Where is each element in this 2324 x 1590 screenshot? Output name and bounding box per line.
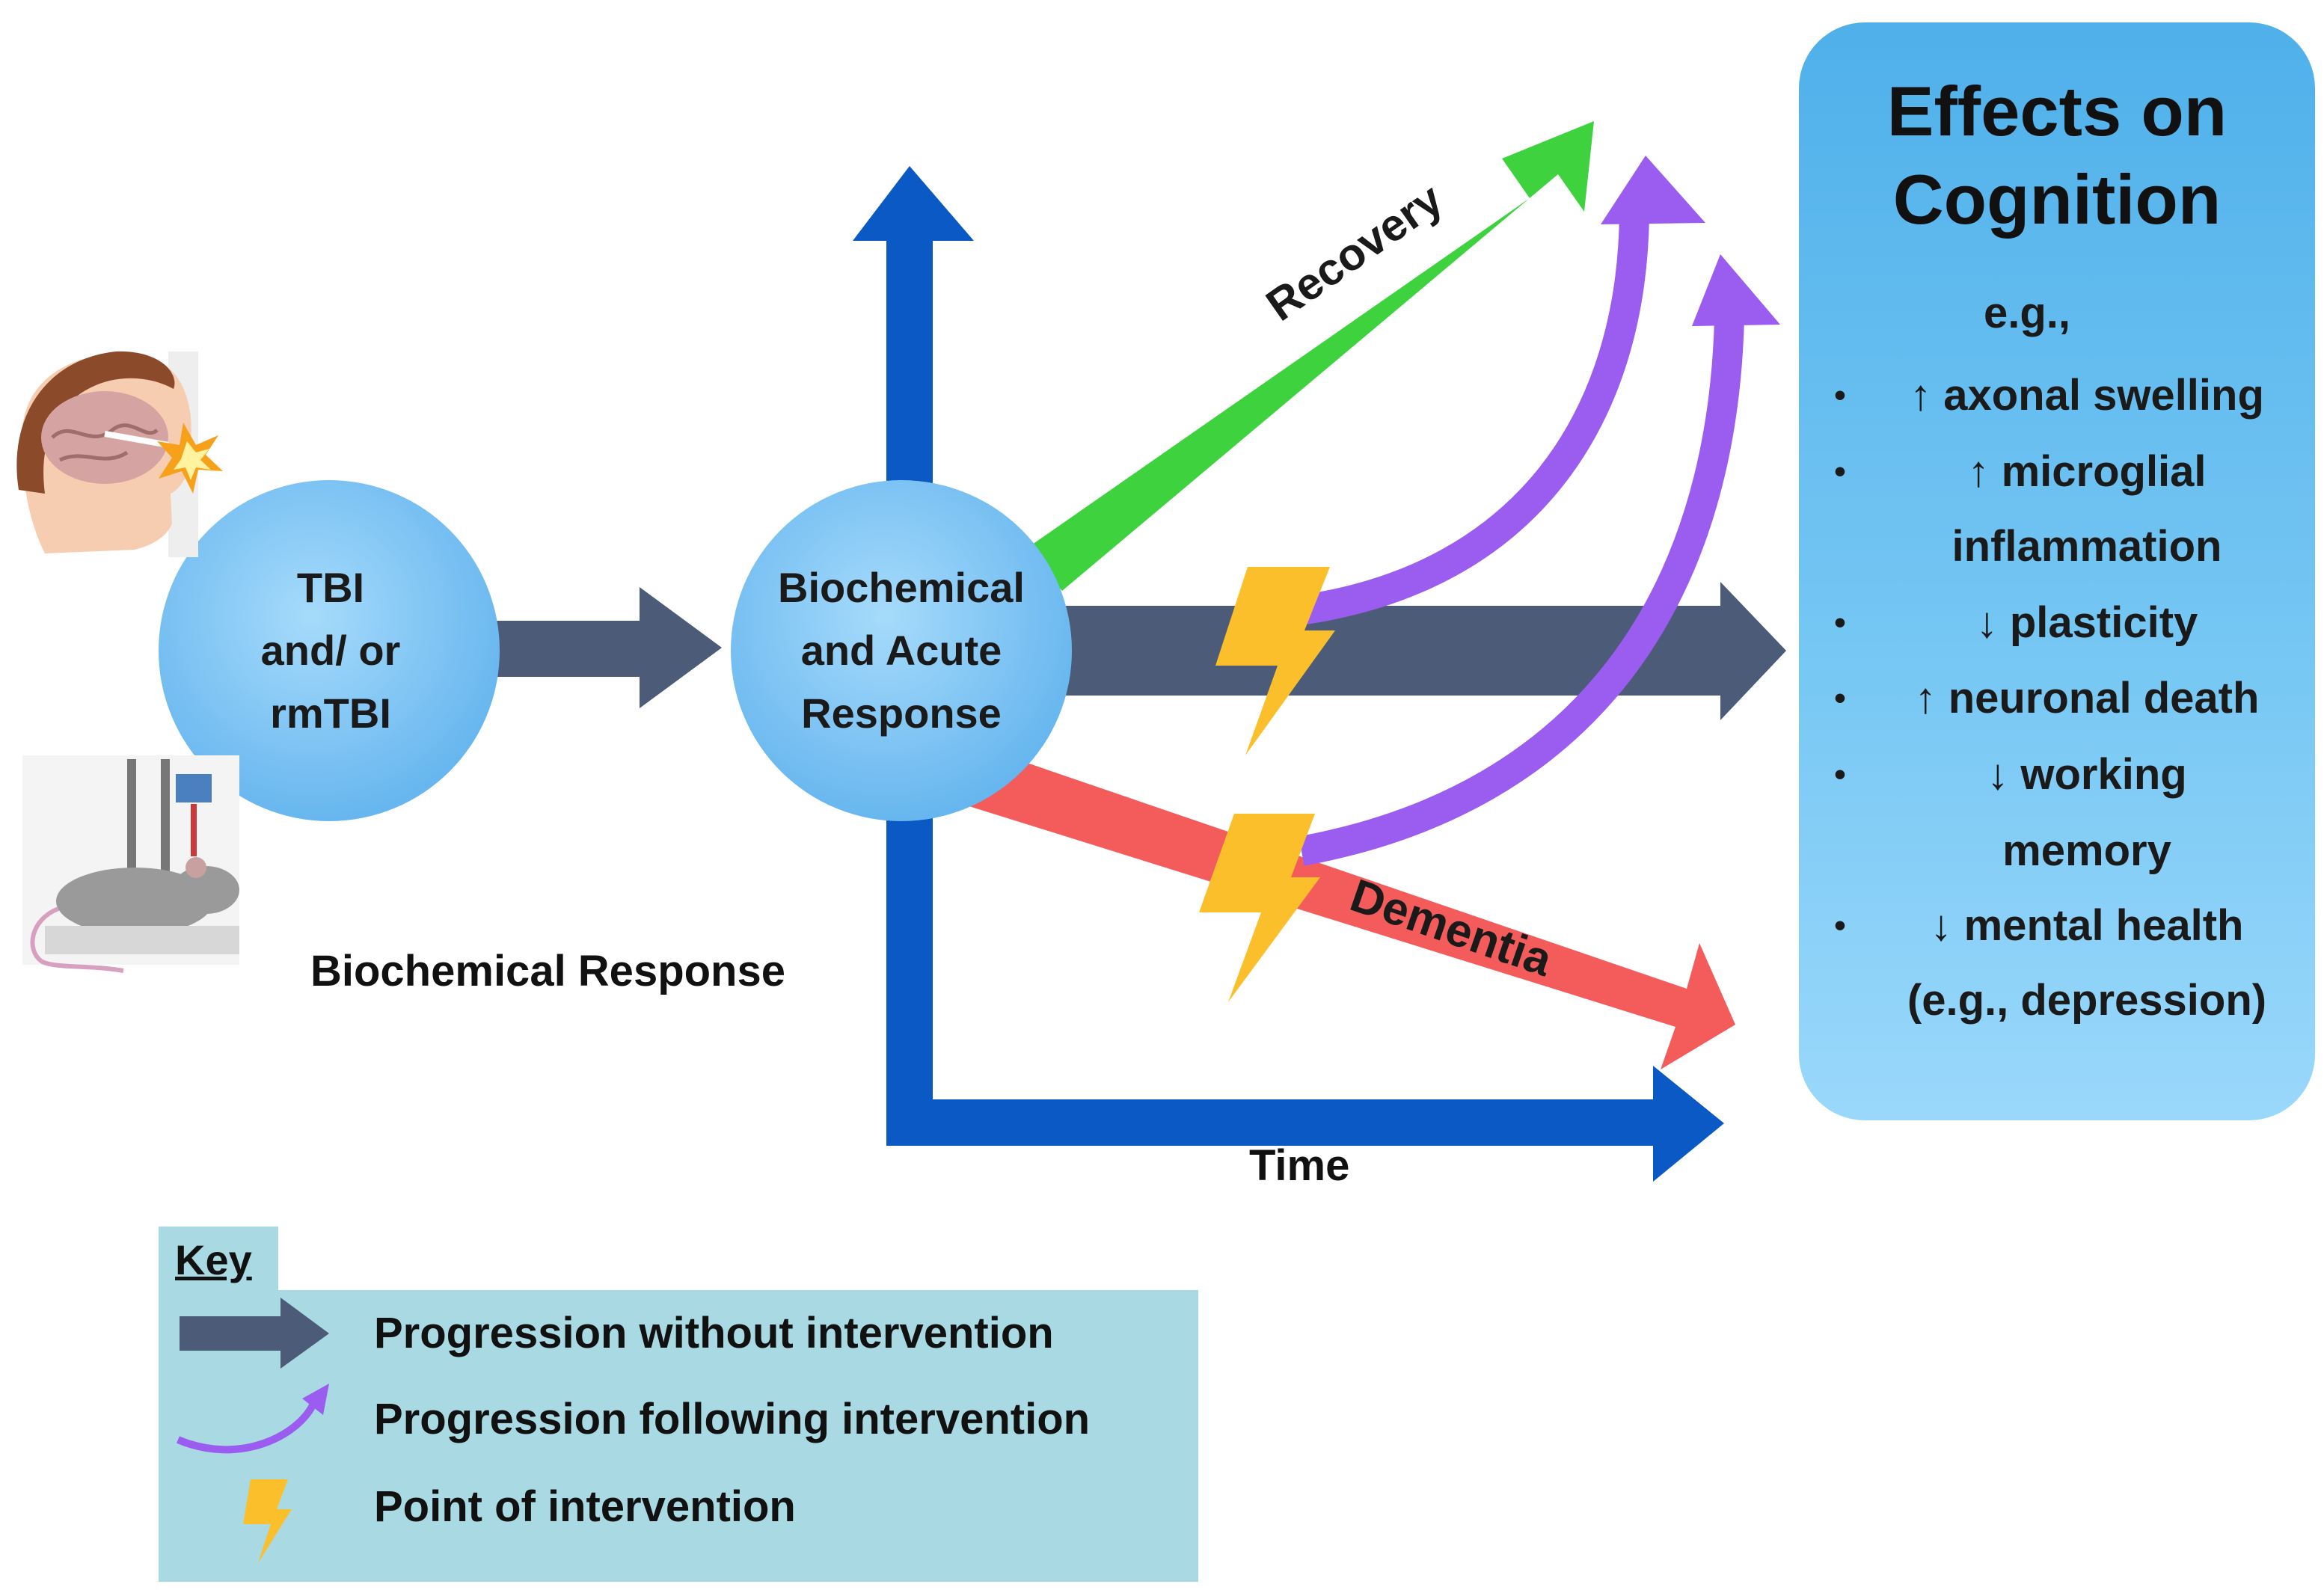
biochemical-node: [731, 480, 1072, 821]
bullet: •: [1834, 604, 1846, 641]
biochemical-node-label: Biochemical and Acute Response: [778, 564, 1025, 737]
tbi-node-label: TBI and/ or rmTBI: [260, 564, 401, 737]
curved-purple-arrow-icon: [177, 1384, 329, 1454]
human-head-injury-icon: [16, 351, 223, 557]
effect-text: memory: [2002, 826, 2171, 875]
effect-item: • ↓ working: [1818, 740, 2311, 809]
effect-item: • ↓ mental health: [1818, 891, 2311, 960]
effects-panel: [1799, 22, 2315, 1120]
progression-arrow-1: [486, 587, 722, 708]
key-label-intervention-progression: Progression following intervention: [374, 1395, 1091, 1443]
lightning-bolt-icon: [1199, 814, 1320, 1002]
lightning-bolt-icon: [243, 1479, 292, 1563]
effect-text: ↑ neuronal death: [1914, 674, 2260, 722]
key-tab: [159, 1227, 278, 1295]
effect-text: inflammation: [1952, 522, 2222, 571]
bullet: •: [1834, 453, 1846, 490]
progression-arrow-icon: [180, 1298, 329, 1369]
effect-text: ↓ plasticity: [1975, 598, 2198, 647]
effect-text: ↑ axonal swelling: [1910, 371, 2264, 420]
effects-title: Effects on Cognition: [1886, 72, 2228, 239]
effects-example-prefix: e.g.,: [1983, 289, 2071, 337]
effect-item: • ↑ neuronal death: [1818, 664, 2311, 733]
key-title: Key: [175, 1236, 252, 1283]
effect-item: • ↑ microglial: [1818, 438, 2311, 506]
effect-item: (e.g., depression): [1818, 966, 2311, 1035]
bullet: •: [1834, 756, 1846, 793]
effect-text: ↑ microglial: [1967, 447, 2207, 496]
bullet: •: [1834, 377, 1846, 414]
key-label-point-of-intervention: Point of intervention: [374, 1482, 796, 1531]
intervention-arrow-1: [1302, 156, 1705, 624]
effect-text: (e.g., depression): [1907, 976, 2267, 1025]
effect-item: memory: [1818, 817, 2311, 885]
recovery-arrow: [1025, 121, 1594, 591]
bullet: •: [1834, 680, 1846, 716]
x-axis-label: Time: [1249, 1141, 1350, 1190]
y-axis-label: Biochemical Response: [310, 947, 785, 995]
key-label-progression: Progression without intervention: [374, 1309, 1054, 1357]
rodent-weight-drop-model-icon: [22, 755, 239, 973]
effect-item: • ↓ plasticity: [1818, 589, 2311, 657]
intervention-arrow-2: [1299, 254, 1780, 866]
effect-text: ↓ working: [1987, 750, 2187, 799]
key-box: [159, 1290, 1198, 1582]
effect-item: inflammation: [1818, 512, 2311, 581]
effect-item: • ↑ axonal swelling: [1818, 361, 2311, 430]
lightning-bolt-icon: [1215, 567, 1335, 755]
dementia-arrow: [950, 744, 1735, 1069]
effect-text: ↓ mental health: [1930, 901, 2244, 950]
bullet: •: [1834, 907, 1846, 944]
tbi-node: [159, 480, 500, 821]
x-axis: [886, 1066, 1724, 1182]
